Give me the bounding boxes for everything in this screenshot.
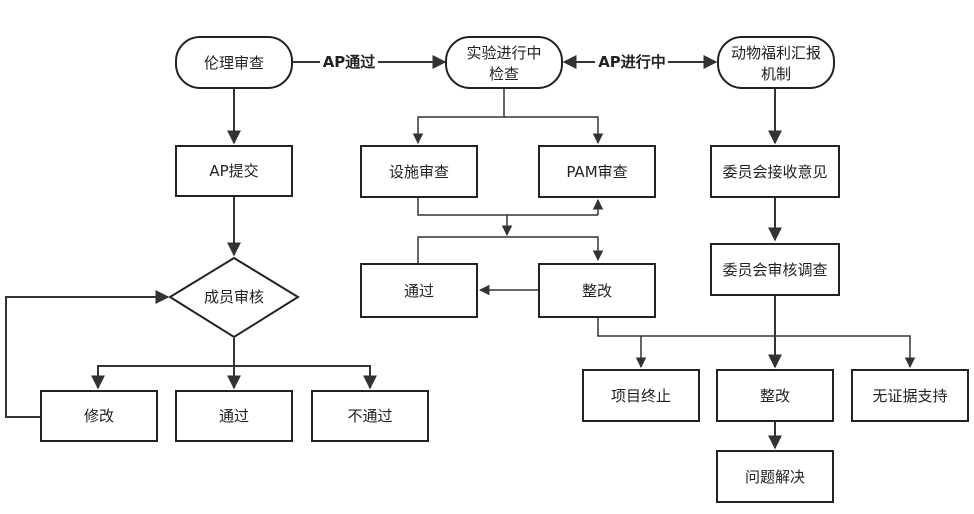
node-rectify-mid: 整改 bbox=[538, 263, 656, 318]
node-pam-review: PAM审查 bbox=[538, 145, 656, 198]
node-problem-solved: 问题解决 bbox=[716, 450, 834, 503]
node-in-progress-check: 实验进行中 检查 bbox=[445, 36, 563, 89]
node-modify: 修改 bbox=[40, 390, 158, 442]
node-rectify-mid-label: 整改 bbox=[582, 282, 612, 300]
node-pass-mid: 通过 bbox=[360, 263, 478, 318]
node-ap-submit: AP提交 bbox=[175, 145, 293, 197]
node-no-evidence-label: 无证据支持 bbox=[872, 387, 947, 405]
node-project-terminate-label: 项目终止 bbox=[611, 387, 671, 405]
node-ethics-review: 伦理审查 bbox=[175, 36, 293, 89]
edge-check-to-pam bbox=[504, 116, 604, 145]
node-committee-receive: 委员会接收意见 bbox=[710, 145, 840, 198]
node-welfare-report-line1: 动物福利汇报 bbox=[731, 44, 821, 62]
node-pass-left: 通过 bbox=[175, 390, 293, 442]
edge-label-ap-in-progress: AP进行中 bbox=[598, 53, 666, 71]
node-project-terminate: 项目终止 bbox=[582, 369, 700, 422]
edges bbox=[5, 55, 916, 450]
node-pam-review-label: PAM审查 bbox=[566, 163, 627, 181]
node-in-progress-check-line1: 实验进行中 bbox=[466, 44, 541, 62]
node-facility-review: 设施审查 bbox=[360, 145, 478, 198]
node-member-review: 成员审核 bbox=[168, 256, 300, 339]
edge-modify-loop bbox=[5, 290, 170, 418]
edge-rectify-mid-to-branches bbox=[597, 318, 916, 369]
node-problem-solved-label: 问题解决 bbox=[745, 468, 805, 486]
node-pass-left-label: 通过 bbox=[219, 407, 249, 425]
node-committee-investigate: 委员会审核调查 bbox=[710, 243, 840, 296]
node-committee-receive-label: 委员会接收意见 bbox=[722, 163, 827, 181]
edge-review-branches bbox=[91, 338, 235, 390]
node-ap-submit-label: AP提交 bbox=[209, 162, 258, 180]
edge-facility-merge bbox=[417, 198, 598, 216]
node-facility-review-label: 设施审查 bbox=[389, 163, 449, 181]
edge-check-to-facility bbox=[412, 88, 505, 145]
node-not-pass-label: 不通过 bbox=[347, 407, 392, 425]
node-committee-investigate-label: 委员会审核调查 bbox=[722, 261, 827, 279]
node-ethics-review-label: 伦理审查 bbox=[204, 54, 264, 72]
node-member-review-label: 成员审核 bbox=[204, 288, 264, 306]
node-pass-mid-label: 通过 bbox=[404, 282, 434, 300]
node-modify-label: 修改 bbox=[84, 407, 114, 425]
node-rectify-right: 整改 bbox=[716, 369, 834, 422]
node-not-pass: 不通过 bbox=[311, 390, 429, 442]
edge-review-to-notpass bbox=[234, 365, 377, 390]
edge-loop-to-rectify bbox=[417, 236, 604, 265]
node-no-evidence: 无证据支持 bbox=[851, 369, 969, 422]
node-welfare-report-line2: 机制 bbox=[761, 65, 791, 83]
node-rectify-right-label: 整改 bbox=[760, 387, 790, 405]
node-welfare-report: 动物福利汇报 机制 bbox=[717, 36, 835, 89]
node-in-progress-check-line2: 检查 bbox=[489, 65, 519, 83]
edge-label-ap-passed: AP通过 bbox=[323, 53, 376, 71]
